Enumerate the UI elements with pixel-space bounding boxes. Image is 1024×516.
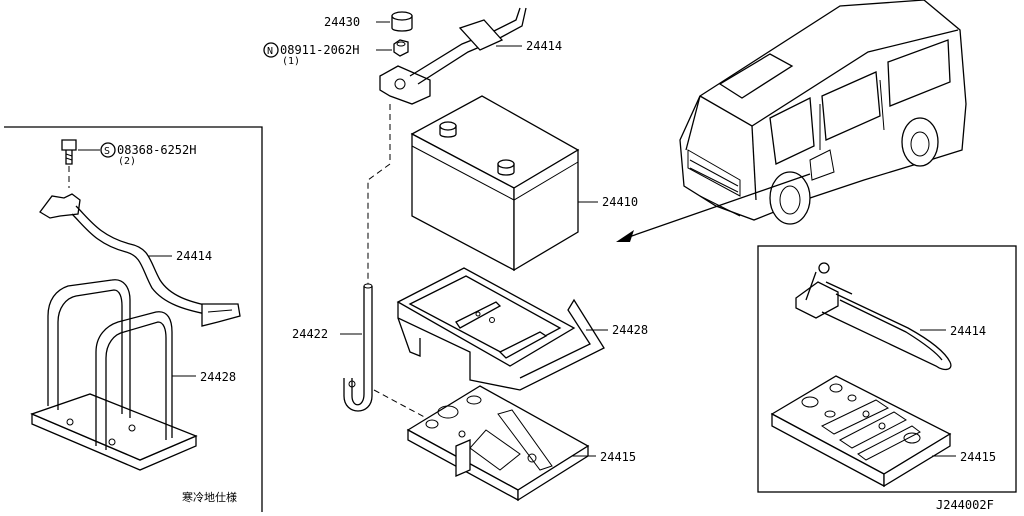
arrow-head-icon [616,230,634,242]
battery-tray-frame [396,267,605,391]
nut-part [393,39,409,57]
bar-right-part-number: 24414 [950,324,986,338]
screw-part-number: 08368-6252H [117,143,196,157]
right-panel-border [757,245,1017,493]
rod-tray-dash [373,389,431,421]
nut-prefix: N [267,46,273,57]
right-detail-panel: 24414 24415 [757,245,1017,493]
rod [343,283,373,412]
cold-climate-panel: S 08368-6252H (2) 24414 24428 寒冷地仕様 [4,126,263,512]
screw-prefix: S [104,146,110,157]
battery-part-number: 24410 [602,195,638,209]
tray-frame-part-number: 24428 [612,323,648,337]
hold-down-rod-left [39,193,241,327]
left-panel-border [4,126,263,512]
battery-tray [406,385,590,502]
rod-left-part-number: 24414 [176,249,212,263]
nut-part-number: 08911-2062H [280,43,359,57]
screw-prefix-circle [100,142,116,158]
diagram-code: J244002F [936,498,994,512]
bar-rod-dash [367,104,391,284]
battery [410,95,580,272]
hold-down-bar-right [795,262,952,371]
battery-tray-right [770,375,952,488]
cap-part-number: 24430 [324,15,360,29]
screw-quantity: (2) [118,156,136,167]
tray-left-part-number: 24428 [200,370,236,384]
rod-part-number: 24422 [292,327,328,341]
hold-down-bar-top [379,7,527,105]
bar-top-part-number: 24414 [526,39,562,53]
terminal-cap [391,11,413,32]
van-illustration [679,0,967,225]
tray-part-number: 24415 [600,450,636,464]
location-arrow [625,173,811,239]
center-parts: 24430 N 08911-2062H (1) 24414 [263,7,648,502]
nut-prefix-circle [263,42,279,58]
tray-right-part-number: 24415 [960,450,996,464]
cold-spec-label: 寒冷地仕様 [182,490,237,504]
nut-quantity: (1) [282,56,300,67]
screw-part [61,139,77,165]
battery-frame-tray-left [30,279,198,471]
